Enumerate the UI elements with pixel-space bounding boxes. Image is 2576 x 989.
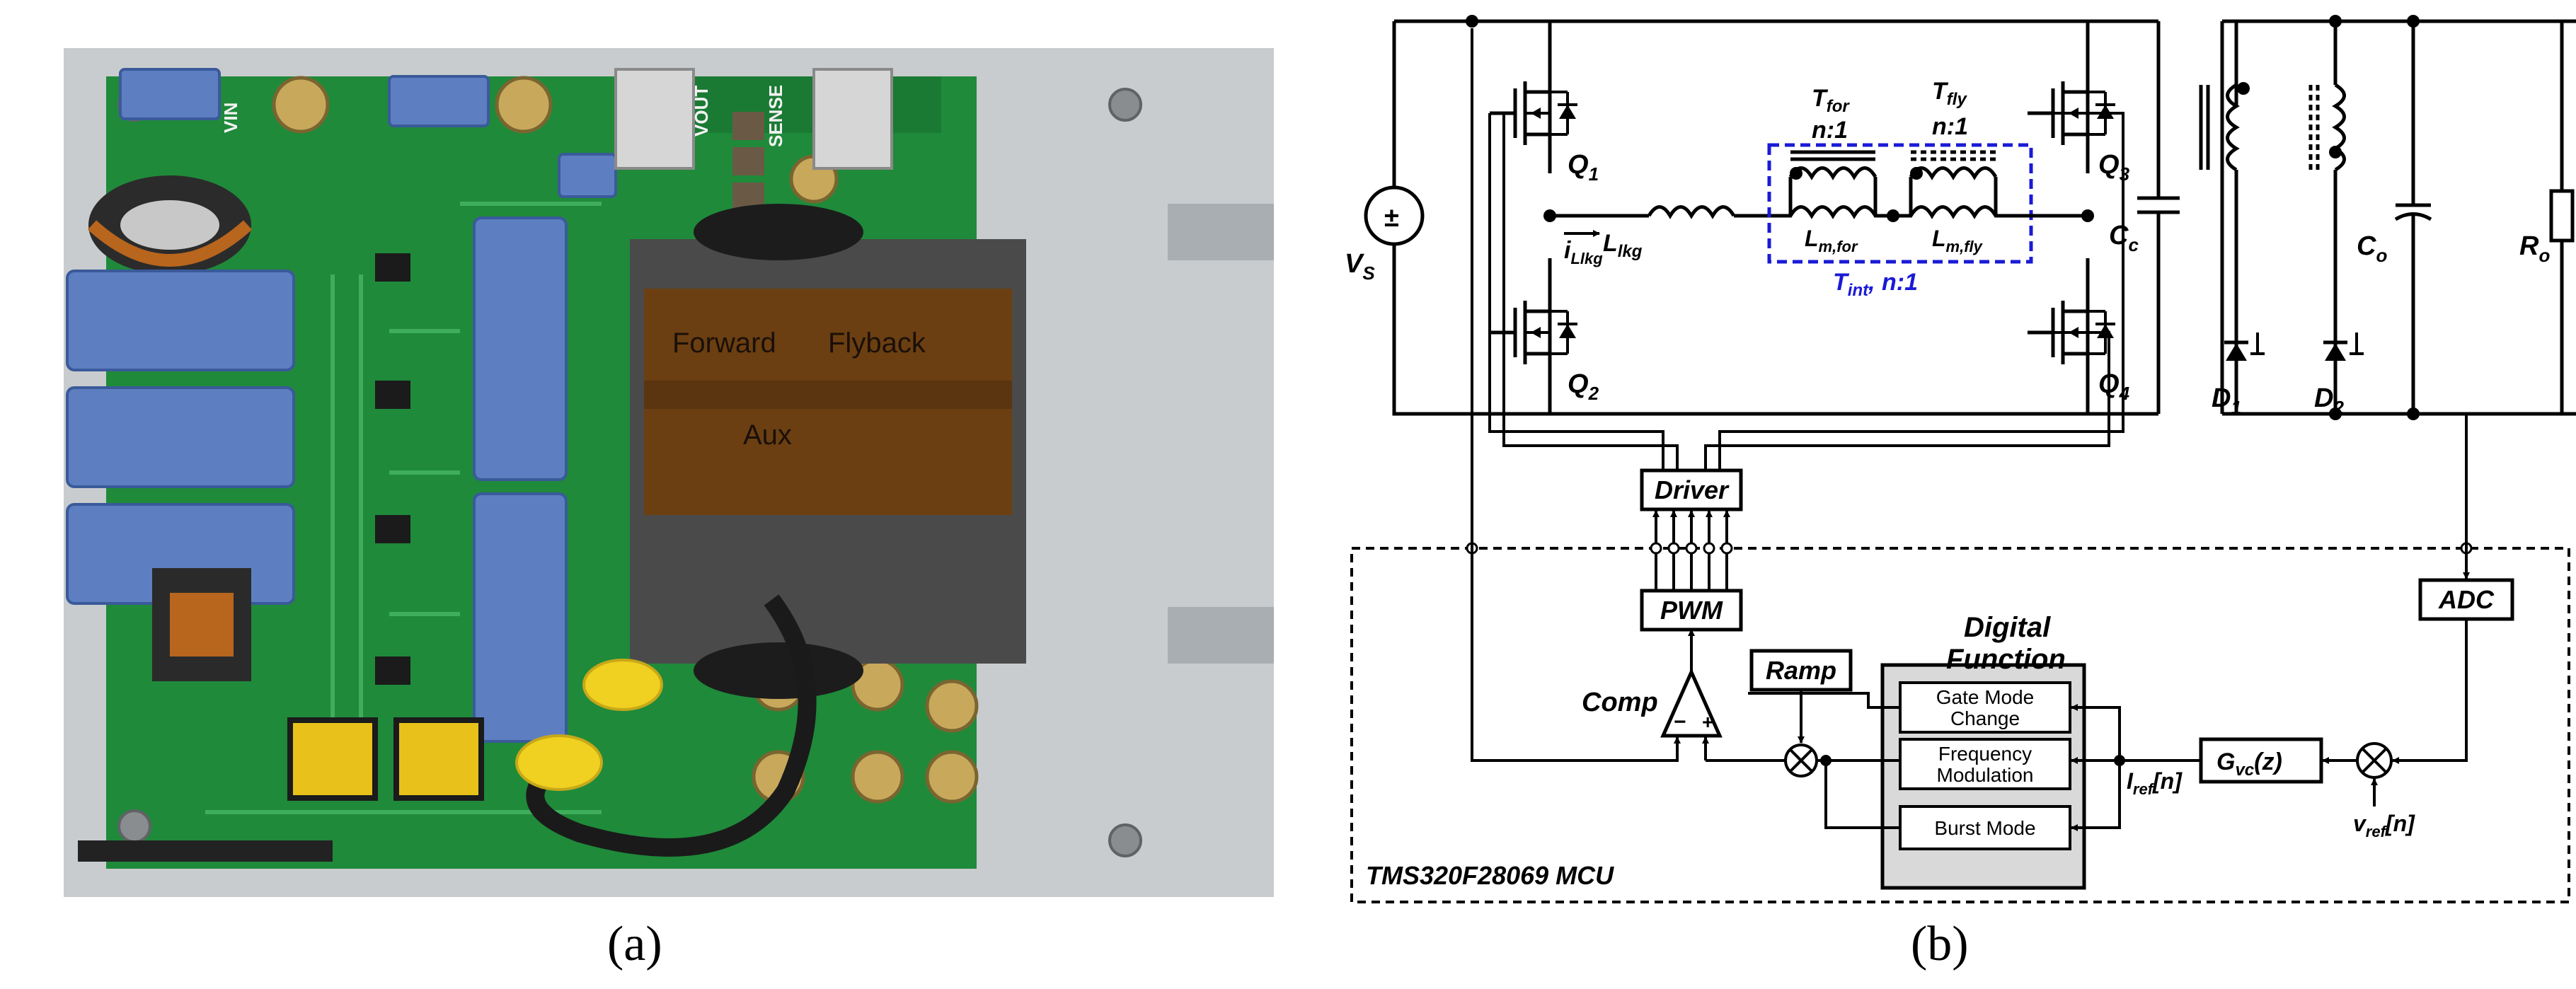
- vref-label: vref[n]: [2353, 811, 2415, 840]
- svg-text:−: −: [1674, 710, 1686, 734]
- comparator: [1660, 667, 1723, 738]
- diode-d1: [2224, 332, 2265, 361]
- lmfor-label: Lm,for: [1805, 226, 1858, 255]
- caption-b: (b): [1911, 917, 1969, 971]
- gate-mode-label-2: Change: [1950, 707, 2020, 729]
- cc-label: Cc: [2109, 221, 2139, 255]
- prototype-photo: VIN VOUT SENSE Flyback Forward Aux: [64, 48, 1274, 897]
- freq-mod-label-2: Modulation: [1937, 764, 2034, 786]
- pcb-label-sense: SENSE: [765, 85, 786, 147]
- adc-block: [2418, 578, 2514, 621]
- driver-label: Driver: [1655, 475, 1730, 504]
- mcu-boundary: [1350, 547, 2570, 903]
- caption-a: (a): [607, 917, 662, 971]
- converter-schematic: Driver PWM − + Comp Ramp Digital Functio…: [1345, 15, 2576, 903]
- lm-for-winding: [1776, 150, 1893, 219]
- diode-d2: [2323, 332, 2364, 361]
- svg-text:±: ±: [1384, 203, 1399, 233]
- tfly-label: Tfly: [1932, 78, 1967, 109]
- co-label: Co: [2357, 231, 2387, 266]
- comp-label: Comp: [1582, 688, 1658, 717]
- d1-label: D1: [2212, 383, 2241, 418]
- ilkg-label: iLlkg: [1564, 237, 1603, 267]
- tfly-ratio: n:1: [1932, 113, 1968, 140]
- digital-function-title-1: Digital: [1964, 612, 2051, 643]
- lmfly-label: Lm,fly: [1932, 226, 1984, 255]
- freq-mod-block: [1899, 738, 2071, 790]
- tfor-ratio: n:1: [1812, 117, 1848, 144]
- pcb-label-vout: VOUT: [691, 86, 712, 137]
- gvc-label: Gvc(z): [2216, 748, 2282, 780]
- core-label-flyback: Flyback: [828, 328, 926, 359]
- core-label-aux: Aux: [743, 420, 792, 451]
- aux-transformer: [152, 568, 251, 681]
- burst-mode-block: [1899, 805, 2071, 850]
- q2-label: Q2: [1568, 369, 1599, 404]
- lkg-label: Llkg: [1603, 230, 1643, 261]
- freq-mod-label-1: Frequency: [1938, 743, 2032, 765]
- burst-mode-label: Burst Mode: [1934, 817, 2035, 839]
- iref-label: Iref[n]: [2127, 768, 2183, 798]
- tint-label: Tint, n:1: [1833, 269, 1918, 300]
- pwm-block: [1640, 589, 1743, 632]
- leakage-inductor: [1647, 205, 1776, 219]
- mcu-label: TMS320F28069 MCU: [1366, 861, 1614, 890]
- gate-mode-label-1: Gate Mode: [1936, 686, 2035, 708]
- gate-mode-block: [1899, 681, 2071, 734]
- output-cable: [515, 594, 817, 857]
- digital-function-title-2: Function: [1946, 644, 2066, 675]
- q1-label: Q1: [1568, 150, 1599, 185]
- ro-label: Ro: [2519, 231, 2550, 266]
- d2-label: D2: [2314, 383, 2344, 418]
- pcb-label-vin: VIN: [220, 103, 241, 133]
- t-int-box: [1767, 143, 2033, 264]
- ramp-block: [1749, 649, 1853, 692]
- q3-label: Q3: [2098, 150, 2130, 185]
- ramp-label: Ramp: [1766, 656, 1836, 685]
- source-label: VS: [1345, 249, 1375, 284]
- adc-label: ADC: [2438, 585, 2495, 614]
- toroid-inductor: [87, 175, 253, 274]
- integrated-transformer: [630, 204, 1026, 699]
- core-label-forward: Forward: [672, 328, 776, 359]
- lm-fly-winding: [1893, 150, 2038, 219]
- secondary-forward: [2226, 81, 2240, 172]
- svg-text:+: +: [1702, 711, 1713, 733]
- tfor-label: Tfor: [1812, 85, 1850, 116]
- current-transformers: [287, 717, 484, 801]
- gvc-block: [2199, 737, 2323, 784]
- ramp-multiplier: [1784, 744, 1818, 777]
- error-sum: [2356, 742, 2393, 779]
- driver-ics: [375, 253, 410, 685]
- secondary-flyback: [2332, 83, 2346, 172]
- q4-label: Q4: [2098, 369, 2130, 404]
- driver-block: [1640, 468, 1743, 511]
- pwm-label: PWM: [1660, 596, 1723, 625]
